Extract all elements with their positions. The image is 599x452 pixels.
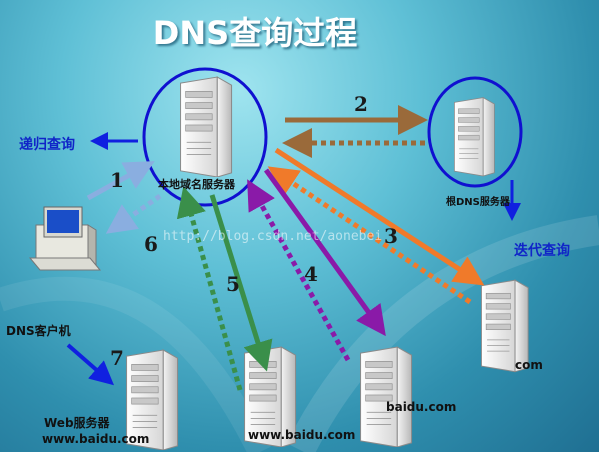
step-7-label: 7 [110,346,124,370]
step3-arrow [274,147,485,286]
local-dns-server-icon [180,76,233,177]
root-server-circle [427,76,523,188]
step5-return-arrow [176,186,243,391]
root-server-label: 根DNS服务器 [446,197,510,208]
step6-arrow [105,193,162,234]
step4-return-arrow [247,179,351,362]
step3-return-arrow [267,166,472,305]
web-server-domain-label: www.baidu.com [42,432,150,446]
step-2-label: 2 [354,92,368,116]
step5-arrow [209,194,273,372]
www-baidu-label: www.baidu.com [248,428,356,442]
background-swirl [286,215,599,452]
desktop-computer-icon [28,206,102,271]
recursive-query-label: 递归查询 [19,137,75,153]
step-4-label: 4 [304,262,318,286]
web-server-label: Web服务器 [44,416,110,430]
dns-client-label: DNS客户机 [6,324,71,338]
step-5-label: 5 [226,272,240,296]
root-dns-server-icon [453,97,495,177]
watermark-text: http://blog.csdn.net/aonebei [163,229,383,244]
com-server-label: com [515,358,543,372]
step4-arrow [263,168,386,337]
step-6-label: 6 [144,232,158,256]
baidu-server-label: baidu.com [386,400,457,414]
step1-arrow [86,161,155,201]
local-server-label: 本地域名服务器 [158,178,235,191]
diagram-title: DNS查询过程 [152,14,358,52]
baidu-server-icon [360,346,413,447]
step-3-label: 3 [384,224,398,248]
step-1-label: 1 [110,168,124,192]
iterative-query-label: 迭代查询 [514,243,570,259]
background-swirl [0,276,271,452]
client-to-web-arrow [66,343,115,386]
